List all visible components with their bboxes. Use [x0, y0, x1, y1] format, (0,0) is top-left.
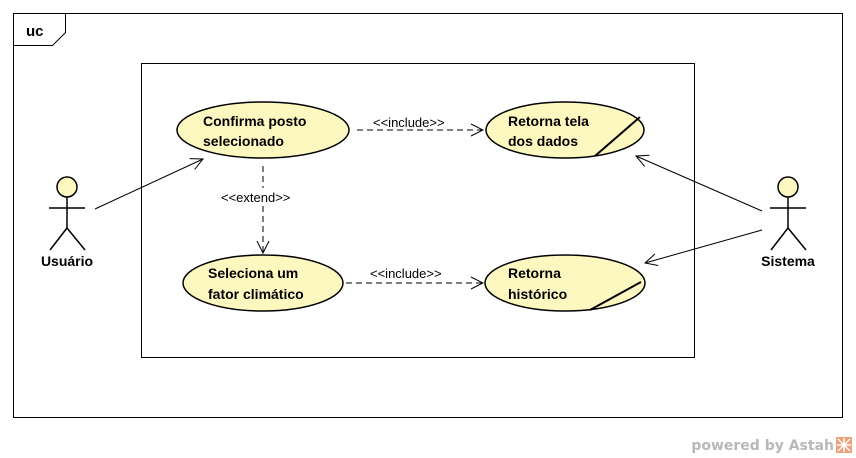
realization-mark [589, 281, 642, 311]
association-usuario-confirma [94, 159, 203, 210]
actor-sistema-label: Sistema [761, 253, 815, 269]
frame-tag: uc [26, 23, 44, 40]
actor-sistema-head [777, 176, 799, 198]
usecase-confirma-line2: selecionado [203, 133, 284, 149]
usecase-confirma-line1: Confirma posto [203, 113, 306, 129]
include-label-top: <<include>> [373, 115, 445, 130]
usecase-retorna-tela[interactable]: Retorna tela dos dados [485, 101, 645, 159]
usecase-retorna-tela-line2: dos dados [508, 133, 578, 149]
association-sistema-retorna-historico [645, 229, 763, 263]
actor-usuario-head [56, 176, 78, 198]
actor-usuario[interactable]: Usuário [41, 176, 93, 269]
association-sistema-retorna-tela [636, 156, 763, 212]
actor-usuario-label: Usuário [41, 253, 93, 269]
usecase-confirma-posto[interactable]: Confirma posto selecionado [176, 101, 350, 159]
usecase-retorna-historico-line2: histórico [508, 286, 567, 302]
powered-by-label: powered by Astah [691, 438, 834, 454]
astah-logo-icon [836, 437, 852, 453]
realization-mark [594, 116, 641, 157]
usecase-seleciona-fator[interactable]: Seleciona um fator climático [182, 254, 344, 312]
usecase-seleciona-line2: fator climático [208, 286, 304, 302]
usecase-retorna-historico-line1: Retorna [508, 265, 561, 281]
extend-label: <<extend>> [221, 190, 290, 205]
frame-tag-box [13, 13, 66, 46]
usecase-retorna-tela-line1: Retorna tela [508, 113, 589, 129]
actor-sistema[interactable]: Sistema [761, 176, 815, 269]
usecase-retorna-historico[interactable]: Retorna histórico [484, 254, 646, 312]
usecase-seleciona-line1: Seleciona um [208, 265, 298, 281]
include-label-bottom: <<include>> [370, 266, 442, 281]
diagram-frame [13, 13, 843, 418]
